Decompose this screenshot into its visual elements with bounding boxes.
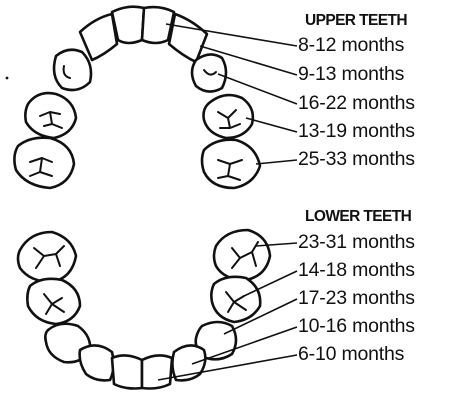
upper-canine-left [54, 50, 91, 90]
upper-label-canine: 16-22 months [298, 94, 415, 114]
lower-first-molar-left [27, 279, 80, 324]
upper-lateral-incisor-left [80, 14, 117, 60]
upper-label-lateral-incisor: 9-13 months [298, 65, 404, 85]
lower-lateral-incisor-left [80, 345, 114, 380]
leader-upper-first-molar [246, 118, 297, 132]
upper-teeth-heading: UPPER TEETH [305, 13, 407, 29]
upper-second-molar-left [14, 138, 74, 188]
lower-label-canine: 17-23 months [298, 289, 415, 309]
lower-central-incisor-left [112, 355, 142, 388]
upper-label-first-molar: 13-19 months [298, 122, 415, 142]
stray-dot [6, 77, 9, 80]
lower-label-second-molar: 23-31 months [298, 233, 415, 253]
lower-teeth-heading: LOWER TEETH [305, 209, 411, 225]
lower-second-molar-right [214, 230, 270, 280]
upper-lateral-incisor-right [169, 14, 207, 62]
lower-label-central-incisor: 6-10 months [298, 345, 404, 365]
upper-canine-right [192, 54, 226, 91]
upper-label-second-molar: 25-33 months [298, 150, 415, 170]
upper-label-central-incisor: 8-12 months [298, 36, 404, 56]
lower-label-lateral-incisor: 10-16 months [298, 317, 415, 337]
lower-first-molar-right [211, 277, 260, 322]
leader-upper-second-molar [256, 160, 297, 164]
lower-second-molar-left [18, 232, 76, 282]
lower-arch [18, 230, 270, 389]
lower-label-first-molar: 14-18 months [298, 261, 415, 281]
lower-central-incisor-right [142, 355, 172, 388]
